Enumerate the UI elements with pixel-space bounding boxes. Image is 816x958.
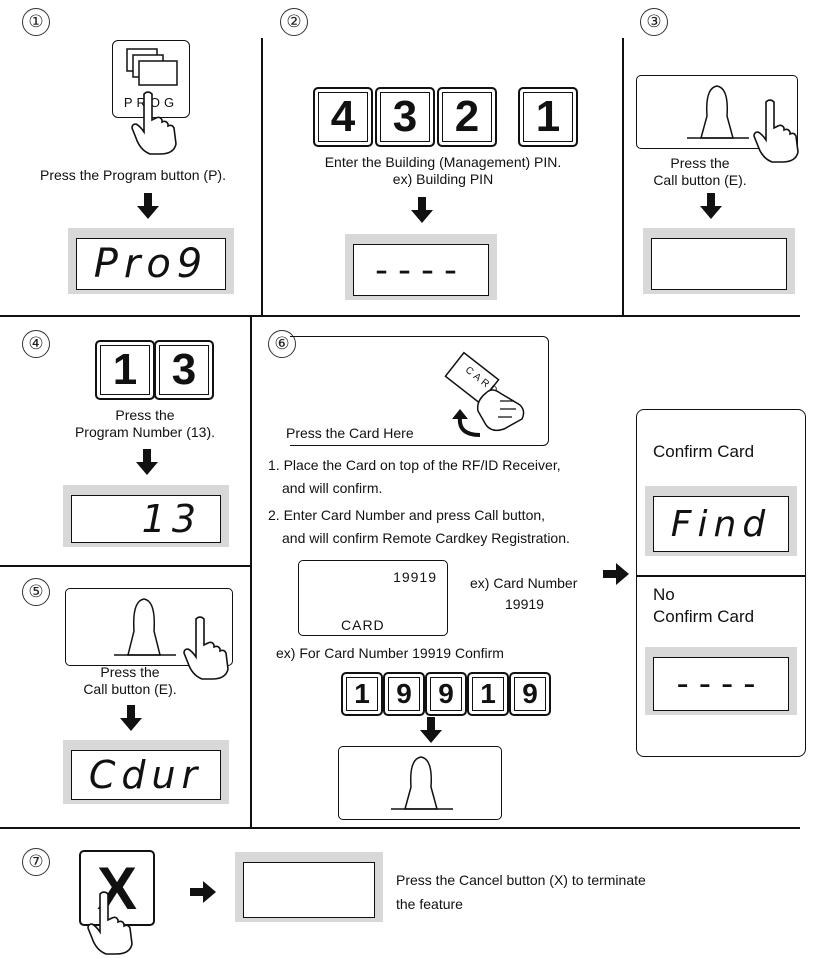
- step-5-display: Cdur: [63, 740, 229, 804]
- confirm-caption: ex) For Card Number 19919 Confirm: [276, 645, 504, 662]
- confirm-card-display: Find: [645, 486, 797, 556]
- step-1-caption: Press the Program button (P).: [8, 167, 258, 184]
- divider-row-bottom: [0, 827, 800, 829]
- keypad-key[interactable]: 1: [95, 340, 155, 400]
- step-2-number: ②: [280, 8, 308, 36]
- confirm-card-title: Confirm Card: [653, 442, 754, 462]
- keypad-key[interactable]: 4: [313, 87, 373, 147]
- step-7-display: [235, 852, 383, 922]
- step-5-number: ⑤: [22, 578, 50, 606]
- no-confirm-line1: No: [653, 585, 675, 605]
- hand-pointer-icon: [130, 90, 186, 156]
- keypad-key[interactable]: 1: [467, 672, 509, 716]
- result-panel: Confirm Card Find No Confirm Card ----: [636, 409, 806, 757]
- card-number-display: 19919 CARD: [298, 560, 448, 636]
- keypad-key[interactable]: 1: [518, 87, 578, 147]
- divider-col-2-3: [622, 38, 624, 315]
- instruction-1-line1: 1. Place the Card on top of the RF/ID Re…: [268, 457, 561, 474]
- keypad-key[interactable]: 1: [341, 672, 383, 716]
- step-1-display: Pro9: [68, 228, 234, 294]
- example-card-number-line2: 19919: [505, 596, 544, 613]
- step-5-display-text: Cdur: [89, 753, 203, 797]
- up-curve-arrow-icon: [450, 409, 486, 439]
- step-2-display-text: ----: [375, 250, 467, 291]
- card-number-value: 19919: [393, 569, 437, 585]
- step-4-number: ④: [22, 330, 50, 358]
- down-arrow-icon: [136, 449, 158, 475]
- step-5-caption-line2: Call button (E).: [70, 681, 190, 698]
- hand-pointer-icon: [182, 615, 238, 681]
- step-1-display-text: Pro9: [94, 241, 209, 287]
- step-2-caption-line2: ex) Building PIN: [268, 171, 618, 188]
- keypad-key[interactable]: 9: [383, 672, 425, 716]
- no-confirm-display-text: ----: [676, 664, 765, 704]
- keypad-key[interactable]: 3: [154, 340, 214, 400]
- call-button[interactable]: [338, 746, 502, 820]
- divider-row1: [0, 315, 800, 317]
- step-2-caption-line1: Enter the Building (Management) PIN.: [268, 154, 618, 171]
- down-arrow-icon: [700, 193, 722, 219]
- no-confirm-display: ----: [645, 647, 797, 715]
- step-4-caption-line2: Program Number (13).: [45, 424, 245, 441]
- card-word: CARD: [341, 617, 385, 633]
- step-4-display: 13: [63, 485, 229, 547]
- divider-4-5: [0, 565, 250, 567]
- keypad-key[interactable]: 9: [425, 672, 467, 716]
- right-arrow-icon: [190, 881, 216, 903]
- down-arrow-icon: [420, 717, 442, 743]
- instruction-2-line1: 2. Enter Card Number and press Call butt…: [268, 507, 545, 524]
- keypad-key[interactable]: 9: [509, 672, 551, 716]
- step-5-caption-line1: Press the: [70, 664, 190, 681]
- right-arrow-icon: [603, 563, 629, 585]
- step-3-number: ③: [640, 8, 668, 36]
- hand-pointer-icon: [752, 98, 808, 164]
- example-card-number-line1: ex) Card Number: [470, 575, 577, 592]
- step-1-number: ①: [22, 8, 50, 36]
- confirm-card-display-text: Find: [671, 504, 771, 545]
- step-4-display-text: 13: [142, 497, 202, 541]
- bell-icon: [339, 747, 501, 819]
- instruction-1-line2: and will confirm.: [282, 480, 382, 497]
- instruction-2-line2: and will confirm Remote Cardkey Registra…: [282, 530, 570, 547]
- step-3-display: [643, 228, 795, 294]
- keypad-key[interactable]: 2: [437, 87, 497, 147]
- no-confirm-line2: Confirm Card: [653, 607, 754, 627]
- step-7-caption-line1: Press the Cancel button (X) to terminate: [396, 872, 646, 889]
- hand-pointer-icon: [86, 890, 142, 956]
- divider-col-45-6: [250, 317, 252, 827]
- step-4-caption-line1: Press the: [45, 407, 245, 424]
- down-arrow-icon: [120, 705, 142, 731]
- step-7-number: ⑦: [22, 848, 50, 876]
- step-3-caption-line1: Press the: [640, 155, 760, 172]
- step-3-caption-line2: Call button (E).: [640, 172, 760, 189]
- keypad-key[interactable]: 3: [375, 87, 435, 147]
- step-2-display: ----: [345, 234, 497, 300]
- down-arrow-icon: [137, 193, 159, 219]
- card-here-label: Press the Card Here: [286, 425, 414, 442]
- divider-col-1-2: [261, 38, 263, 315]
- down-arrow-icon: [411, 197, 433, 223]
- result-divider: [637, 575, 805, 577]
- step-7-caption-line2: the feature: [396, 896, 463, 913]
